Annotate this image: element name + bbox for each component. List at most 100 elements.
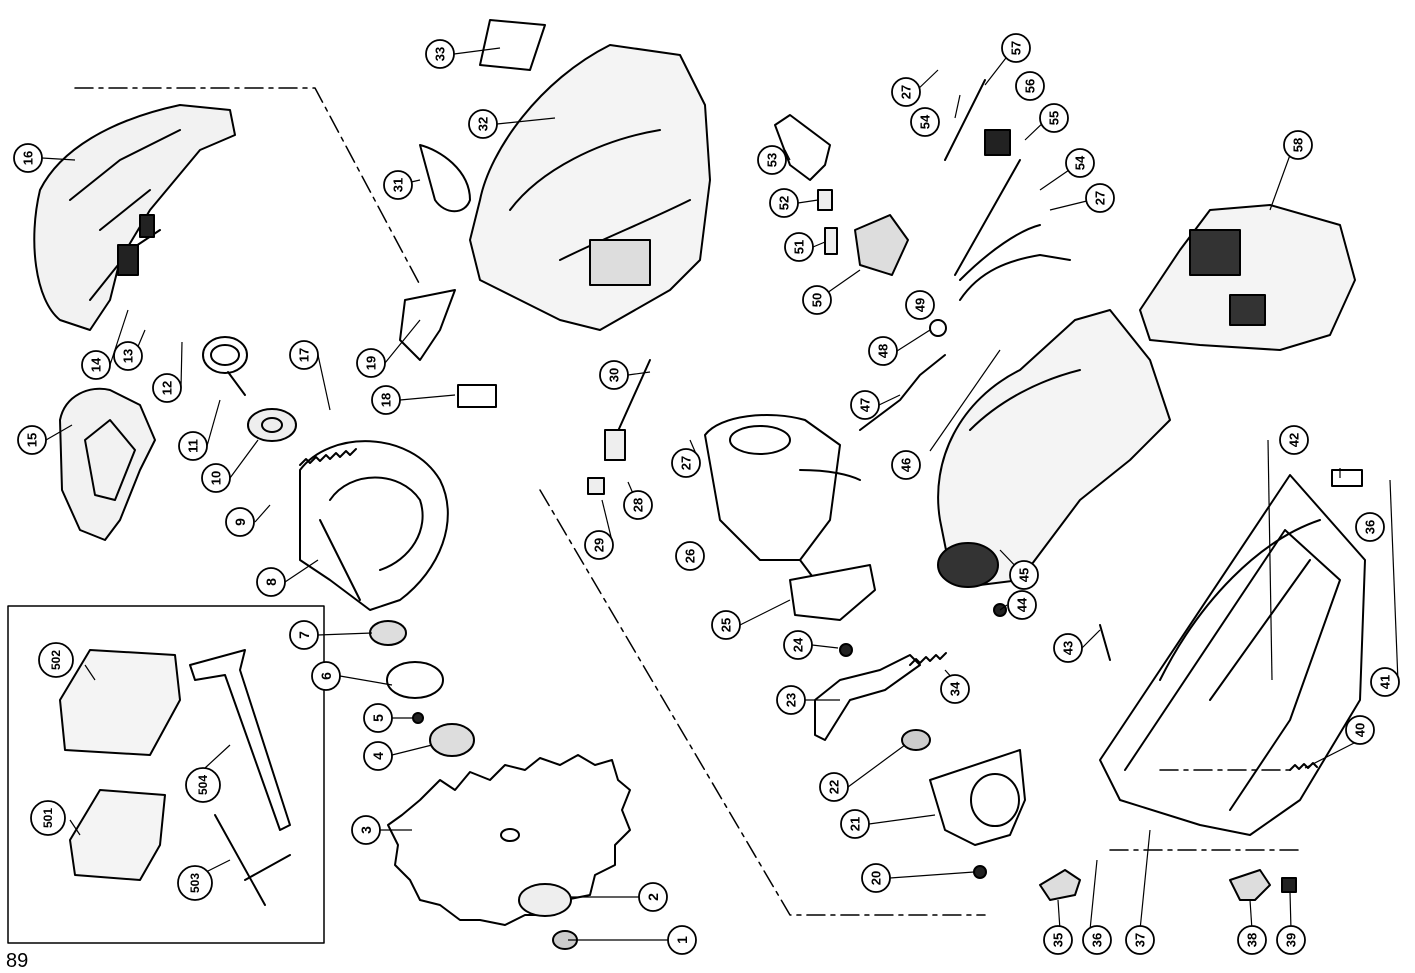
svg-text:17: 17 (297, 348, 312, 362)
callout-33: 33 (425, 39, 455, 69)
callout-14: 14 (81, 350, 111, 380)
svg-text:41: 41 (1378, 675, 1393, 689)
callout-19: 19 (356, 348, 386, 378)
callout-54a: 54 (910, 107, 940, 137)
svg-text:503: 503 (188, 873, 202, 893)
svg-text:7: 7 (296, 631, 312, 639)
guard-cover (59, 387, 156, 541)
knob-35 (1039, 869, 1081, 901)
svg-text:37: 37 (1133, 933, 1148, 947)
battery-pack (1139, 204, 1356, 351)
callout-36b: 36 (1355, 512, 1385, 542)
callout-501: 501 (30, 800, 66, 836)
callout-58: 58 (1283, 130, 1313, 160)
svg-text:13: 13 (121, 349, 136, 363)
svg-text:12: 12 (160, 381, 175, 395)
svg-text:27: 27 (899, 85, 914, 99)
handle-housing (937, 309, 1171, 588)
wrench-503 (214, 814, 266, 906)
svg-text:19: 19 (364, 356, 379, 370)
callout-27a: 27 (671, 448, 701, 478)
svg-text:48: 48 (876, 344, 891, 358)
svg-text:47: 47 (858, 398, 873, 412)
svg-text:35: 35 (1051, 933, 1066, 947)
callout-57: 57 (1001, 33, 1031, 63)
callout-21: 21 (840, 809, 870, 839)
callout-30: 30 (599, 360, 629, 390)
spring-52 (817, 189, 833, 211)
small-plate (457, 384, 497, 408)
svg-text:55: 55 (1047, 111, 1062, 125)
svg-text:51: 51 (792, 240, 807, 254)
svg-text:27: 27 (679, 456, 694, 470)
svg-text:28: 28 (631, 498, 646, 512)
wire-lead (959, 254, 1071, 301)
svg-text:54: 54 (1073, 155, 1088, 170)
callout-11: 11 (178, 431, 208, 461)
assembly-lines (74, 87, 1301, 916)
svg-text:34: 34 (948, 681, 963, 696)
callout-503: 503 (177, 865, 213, 901)
screw-5 (412, 712, 424, 724)
callout-16: 16 (13, 143, 43, 173)
svg-text:36: 36 (1090, 933, 1105, 947)
outer-flange (518, 883, 572, 917)
lower-blade-guard (299, 440, 449, 611)
callout-31: 31 (383, 170, 413, 200)
svg-text:9: 9 (232, 518, 248, 526)
callout-4: 4 (363, 741, 393, 771)
svg-text:26: 26 (683, 549, 698, 563)
callout-17: 17 (289, 340, 319, 370)
svg-text:11: 11 (186, 439, 201, 453)
lever-spring (909, 652, 947, 666)
callout-29: 29 (584, 530, 614, 560)
svg-text:52: 52 (777, 196, 792, 210)
callout-20: 20 (861, 863, 891, 893)
depth-lever (814, 654, 921, 741)
rod-55 (954, 159, 1021, 276)
svg-text:43: 43 (1061, 641, 1076, 655)
callout-502: 502 (38, 642, 74, 678)
base-plate (1099, 474, 1366, 836)
svg-text:10: 10 (209, 471, 224, 485)
shield (419, 144, 471, 213)
svg-text:21: 21 (848, 817, 863, 831)
svg-text:5: 5 (370, 714, 386, 722)
svg-text:6: 6 (318, 672, 334, 680)
switch (854, 214, 909, 276)
block-56 (984, 129, 1011, 156)
svg-text:56: 56 (1023, 79, 1038, 93)
callout-37: 37 (1125, 925, 1155, 955)
motor (704, 414, 861, 581)
svg-text:33: 33 (433, 47, 448, 61)
callout-56: 56 (1015, 71, 1045, 101)
callout-26: 26 (675, 541, 705, 571)
svg-text:8: 8 (263, 578, 279, 586)
callout-36a: 36 (1082, 925, 1112, 955)
svg-text:57: 57 (1009, 41, 1024, 55)
svg-text:25: 25 (719, 618, 734, 632)
svg-text:18: 18 (379, 393, 394, 407)
callout-39: 39 (1276, 925, 1306, 955)
svg-text:24: 24 (791, 637, 806, 652)
svg-text:31: 31 (391, 178, 406, 192)
callout-1: 1 (667, 925, 697, 955)
svg-text:23: 23 (784, 693, 799, 707)
svg-text:15: 15 (25, 433, 40, 447)
saw-blade (387, 754, 631, 926)
callout-43: 43 (1053, 633, 1083, 663)
callout-53: 53 (757, 145, 787, 175)
svg-text:4: 4 (370, 752, 386, 760)
callout-6: 6 (311, 661, 341, 691)
callout-41: 41 (1370, 667, 1400, 697)
callout-2: 2 (638, 882, 668, 912)
svg-text:58: 58 (1291, 138, 1306, 152)
callout-9: 9 (225, 507, 255, 537)
callout-49: 49 (905, 290, 935, 320)
svg-text:53: 53 (765, 153, 780, 167)
callout-46: 46 (891, 450, 921, 480)
svg-text:40: 40 (1353, 723, 1368, 737)
callout-55: 55 (1039, 103, 1069, 133)
svg-text:14: 14 (89, 357, 104, 372)
